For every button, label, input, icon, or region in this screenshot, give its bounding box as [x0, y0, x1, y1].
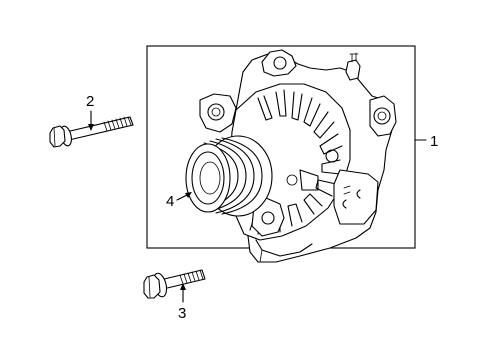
- mounting-ear-right: [369, 95, 397, 137]
- callout-1: 1: [414, 133, 438, 150]
- callout-label-1: 1: [430, 133, 438, 150]
- pulley[interactable]: [185, 135, 273, 217]
- mounting-ear-top: [261, 49, 297, 77]
- top-stud: [345, 59, 361, 81]
- alternator[interactable]: [199, 49, 397, 263]
- upper-bolt[interactable]: [49, 116, 134, 148]
- pulley-front-face: [185, 143, 231, 213]
- callout-label-3: 3: [178, 305, 186, 322]
- callout-label-4: 4: [166, 193, 174, 210]
- callout-3: 3: [178, 283, 186, 322]
- lower-bolt[interactable]: [143, 269, 206, 299]
- lower-bracket: [251, 197, 285, 237]
- callout-2: 2: [86, 93, 94, 131]
- callout-label-2: 2: [86, 93, 94, 110]
- callout-4: 4: [166, 192, 192, 210]
- mounting-ear-left: [199, 93, 237, 133]
- terminal-block: [333, 169, 379, 225]
